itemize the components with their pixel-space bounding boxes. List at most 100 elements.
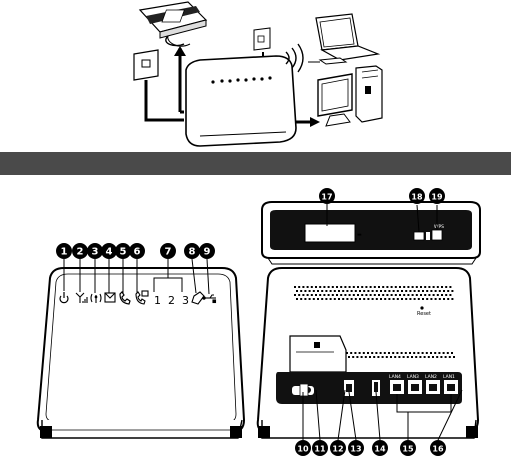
vent-hole [302, 286, 304, 288]
vent-hole [386, 294, 388, 296]
vent-hole [398, 356, 400, 358]
vent-hole [393, 298, 395, 300]
vent-hole [386, 286, 388, 288]
vent-hole [451, 352, 453, 354]
vent-hole [353, 294, 355, 296]
vent-hole [382, 294, 384, 296]
vent-hole [342, 290, 344, 292]
callout-number-18: 18 [411, 193, 423, 202]
vent-hole [336, 294, 338, 296]
vent-hole [388, 352, 390, 354]
vent-hole [447, 298, 449, 300]
indicator-digits: 1 2 3 [154, 294, 189, 307]
vent-hole [325, 298, 327, 300]
vent-hole [317, 290, 319, 292]
vent-hole [309, 290, 311, 292]
vent-hole [323, 294, 325, 296]
vent-hole [372, 298, 374, 300]
vent-hole [393, 290, 395, 292]
vent-hole [338, 290, 340, 292]
vent-hole [441, 294, 443, 296]
vent-hole [357, 286, 359, 288]
vent-hole [445, 286, 447, 288]
callout-number-3: 3 [92, 247, 99, 258]
callout-number-5: 5 [120, 247, 127, 258]
vent-hole [374, 294, 376, 296]
vent-hole [391, 286, 393, 288]
vent-hole [311, 294, 313, 296]
vent-hole [371, 352, 373, 354]
vent-hole [313, 290, 315, 292]
vent-hole [377, 356, 379, 358]
vent-hole [405, 290, 407, 292]
digit-1: 1 [154, 294, 161, 307]
vent-hole [357, 294, 359, 296]
vent-hole [338, 298, 340, 300]
callout-number-10: 10 [297, 445, 309, 454]
vent-hole [435, 298, 437, 300]
vent-hole [420, 294, 422, 296]
vent-hole [388, 298, 390, 300]
vent-hole [441, 286, 443, 288]
vent-hole [405, 298, 407, 300]
vent-hole [376, 290, 378, 292]
vent-hole [359, 290, 361, 292]
vent-hole [424, 294, 426, 296]
vent-hole [407, 294, 409, 296]
vent-hole [367, 290, 369, 292]
vent-hole [361, 294, 363, 296]
vent-hole [413, 352, 415, 354]
vent-hole [407, 286, 409, 288]
vent-hole [367, 352, 369, 354]
vent-hole [445, 356, 447, 358]
callout-number-8: 8 [189, 247, 196, 258]
vent-hole [437, 294, 439, 296]
vent-hole [449, 356, 451, 358]
callout-number-15: 15 [402, 445, 414, 454]
callout-number-4: 4 [106, 247, 113, 258]
vent-hole [353, 286, 355, 288]
vent-hole [422, 352, 424, 354]
vent-hole [351, 290, 353, 292]
vent-hole [367, 298, 369, 300]
vent-hole [426, 352, 428, 354]
callout-number-13: 13 [350, 445, 361, 454]
vent-hole [349, 286, 351, 288]
vent-hole [349, 294, 351, 296]
vent-hole [445, 294, 447, 296]
vent-hole [354, 352, 356, 354]
callout-number-19: 19 [431, 193, 443, 202]
vent-hole [321, 290, 323, 292]
vent-hole [378, 286, 380, 288]
vent-hole [359, 298, 361, 300]
lan1-label: LAN1 [443, 374, 455, 380]
vent-hole [334, 298, 336, 300]
vent-hole [311, 286, 313, 288]
vent-hole [420, 286, 422, 288]
vent-hole [401, 352, 403, 354]
vent-hole [315, 286, 317, 288]
vent-hole [409, 298, 411, 300]
vent-hole [344, 294, 346, 296]
callout-number-7: 7 [165, 247, 172, 258]
vent-hole [395, 294, 397, 296]
vent-hole [296, 298, 298, 300]
vent-hole [434, 352, 436, 354]
vent-hole [328, 294, 330, 296]
vent-hole [428, 294, 430, 296]
vent-hole [401, 290, 403, 292]
vent-hole [365, 286, 367, 288]
vent-hole [440, 356, 442, 358]
vent-hole [422, 290, 424, 292]
vent-hole [294, 294, 296, 296]
vent-hole [330, 290, 332, 292]
vent-hole [399, 294, 401, 296]
vent-hole [380, 352, 382, 354]
vent-hole [396, 352, 398, 354]
vent-hole [332, 286, 334, 288]
vent-hole [374, 286, 376, 288]
vent-hole [298, 286, 300, 288]
vent-hole [409, 290, 411, 292]
vent-hole [300, 290, 302, 292]
